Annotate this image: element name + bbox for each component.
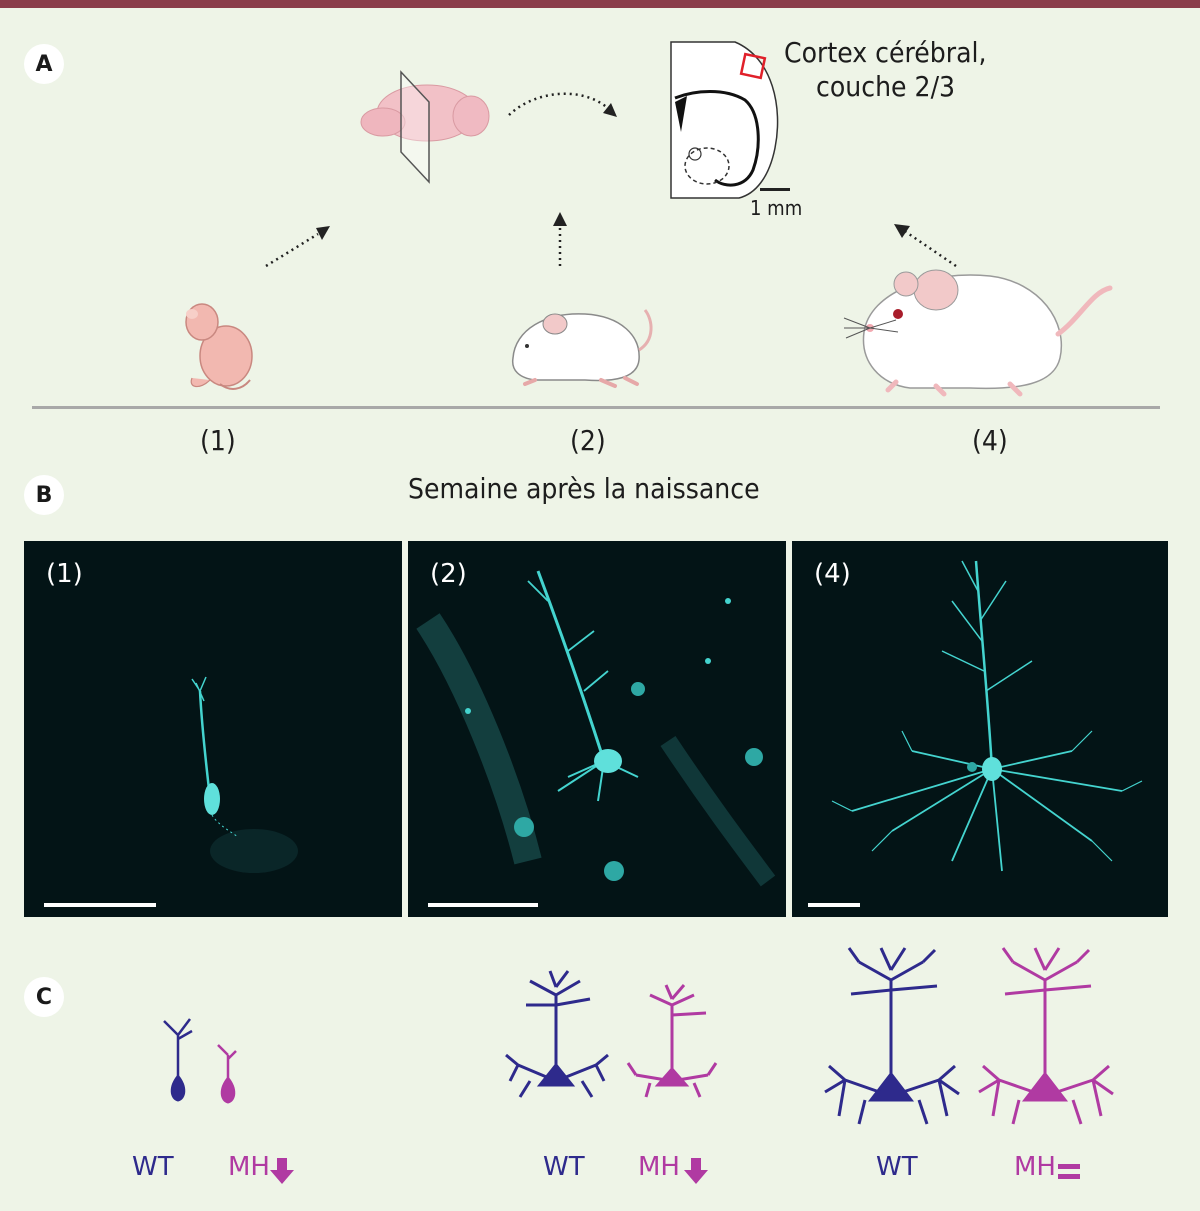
region-label-line2: couche 2/3: [816, 70, 956, 103]
micrograph-week1-scalebar: [44, 903, 156, 907]
micrograph-week4-tag: (4): [814, 559, 851, 589]
panel-a-badge: A: [24, 44, 64, 84]
region-label-line1: Cortex cérébral,: [784, 36, 987, 69]
wt-neuron-week2: [505, 970, 609, 1098]
micrograph-week2-tag: (2): [430, 559, 467, 589]
mh-neuron-week4: [978, 947, 1114, 1125]
micrograph-week1-tag: (1): [46, 559, 83, 589]
legend-wt-week1: WT: [132, 1152, 174, 1182]
neuron-week1-image: [191, 676, 298, 873]
arrow-icon: [265, 226, 330, 268]
adult-mouse-illustration: [843, 269, 1113, 397]
top-accent-bar: [0, 0, 1200, 8]
panel-b-badge: B: [24, 475, 64, 515]
timeline-tick-2: (2): [570, 424, 606, 457]
arrow-icon: [553, 212, 567, 266]
micrograph-week4-scalebar: [808, 903, 860, 907]
mouse-brain-illustration: [360, 70, 490, 184]
equals-icon: [1058, 1164, 1080, 1179]
coronal-section-illustration: [670, 41, 779, 199]
newborn-pup-illustration: [185, 303, 253, 390]
legend-mh-week4: MH: [1014, 1152, 1056, 1182]
section-scale-bar: [760, 188, 790, 191]
micrograph-week4: (4): [792, 541, 1168, 917]
micrograph-week2: (2): [408, 541, 786, 917]
arrow-icon: [894, 224, 957, 268]
wt-neuron-week4: [824, 947, 960, 1125]
mh-neuron-week1: [217, 1044, 237, 1104]
section-scale-label: 1 mm: [750, 196, 803, 220]
micrograph-week2-scalebar: [428, 903, 538, 907]
timeline-title: Semaine après la naissance: [408, 472, 760, 505]
legend-wt-week4: WT: [876, 1152, 918, 1182]
curved-arrow-icon: [508, 92, 617, 117]
juvenile-mouse-illustration: [511, 309, 653, 388]
down-arrow-icon: [270, 1158, 294, 1184]
timeline-tick-4: (4): [972, 424, 1008, 457]
mh-neuron-week2: [626, 984, 718, 1098]
neuron-week4-image: [831, 560, 1143, 872]
down-arrow-icon: [684, 1158, 708, 1184]
panel-c-badge: C: [24, 977, 64, 1017]
neuron-schematics-week4: [824, 947, 1114, 1125]
legend-wt-week2: WT: [543, 1152, 585, 1182]
wt-neuron-week1: [163, 1018, 193, 1102]
neuron-schematics-week1: [163, 1018, 237, 1104]
legend-mh-week1: MH: [228, 1152, 270, 1182]
legend-mh-week2: MH: [638, 1152, 680, 1182]
neuron-schematics-week2: [505, 970, 718, 1098]
timeline-tick-1: (1): [200, 424, 236, 457]
timeline-axis: [32, 406, 1160, 409]
neuron-week2-image: [416, 570, 776, 887]
micrograph-week1: (1): [24, 541, 402, 917]
